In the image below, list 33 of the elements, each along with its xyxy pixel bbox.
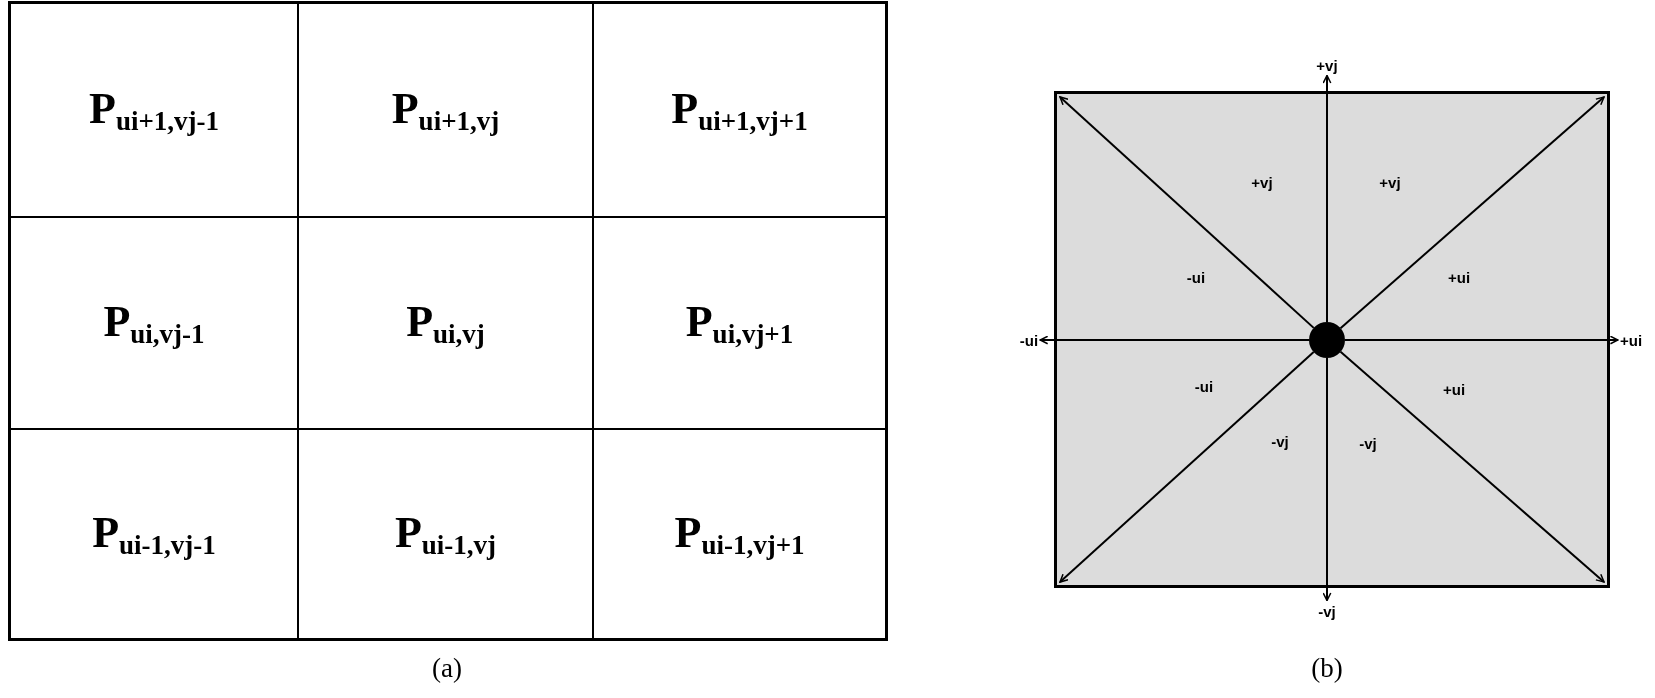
sector-label: -vj	[1271, 432, 1289, 450]
cell-label: P$_{ui,vj}$	[406, 296, 485, 350]
sector-label: -vj	[1359, 434, 1377, 452]
axis-label: -vj	[1318, 602, 1336, 620]
arrow	[1039, 335, 1310, 345]
sector-label: +vj	[1379, 173, 1401, 191]
cell-label: P$_{ui-1,vj}$	[394, 507, 497, 561]
axis-label: +ui	[1619, 331, 1643, 349]
axis-label: -ui	[1019, 331, 1039, 349]
cell-label: P$_{ui+1,vj-1}$	[89, 83, 219, 137]
sector-label: -ui	[1194, 377, 1214, 395]
arrow	[1339, 350, 1605, 583]
cell-label: P$_{ui+1,vj+1}$	[671, 83, 808, 137]
arrow	[1344, 335, 1619, 345]
direction-panel	[1054, 91, 1610, 588]
cell-label: P$_{ui+1,vj}$	[391, 83, 500, 137]
sector-label: +ui	[1442, 380, 1466, 398]
cell-label: P$_{ui,vj-1}$	[103, 296, 205, 350]
center-dot	[1309, 322, 1345, 358]
sector-label: -ui	[1186, 268, 1206, 286]
cell-label: P$_{ui-1,vj+1}$	[674, 507, 805, 561]
cell-label: P$_{ui,vj+1}$	[685, 296, 794, 350]
axis-label: +vj	[1316, 56, 1338, 74]
panel-caption: (b)	[1311, 652, 1343, 684]
arrow	[1322, 357, 1332, 602]
arrow	[1322, 74, 1332, 323]
sector-label: +vj	[1251, 173, 1273, 191]
panel-caption: (a)	[432, 652, 462, 684]
arrow	[1059, 351, 1315, 583]
sector-label: +ui	[1447, 268, 1471, 286]
cell-label: P$_{ui-1,vj-1}$	[92, 507, 216, 561]
arrow	[1059, 96, 1315, 329]
arrow	[1339, 96, 1605, 330]
